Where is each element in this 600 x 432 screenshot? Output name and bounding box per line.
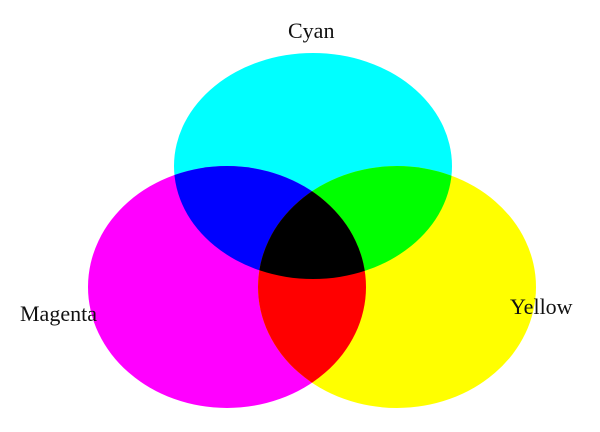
cyan-label: Cyan [288, 18, 335, 43]
center-overlap [258, 166, 366, 279]
magenta-label: Magenta [20, 301, 97, 326]
yellow-label: Yellow [510, 294, 573, 319]
